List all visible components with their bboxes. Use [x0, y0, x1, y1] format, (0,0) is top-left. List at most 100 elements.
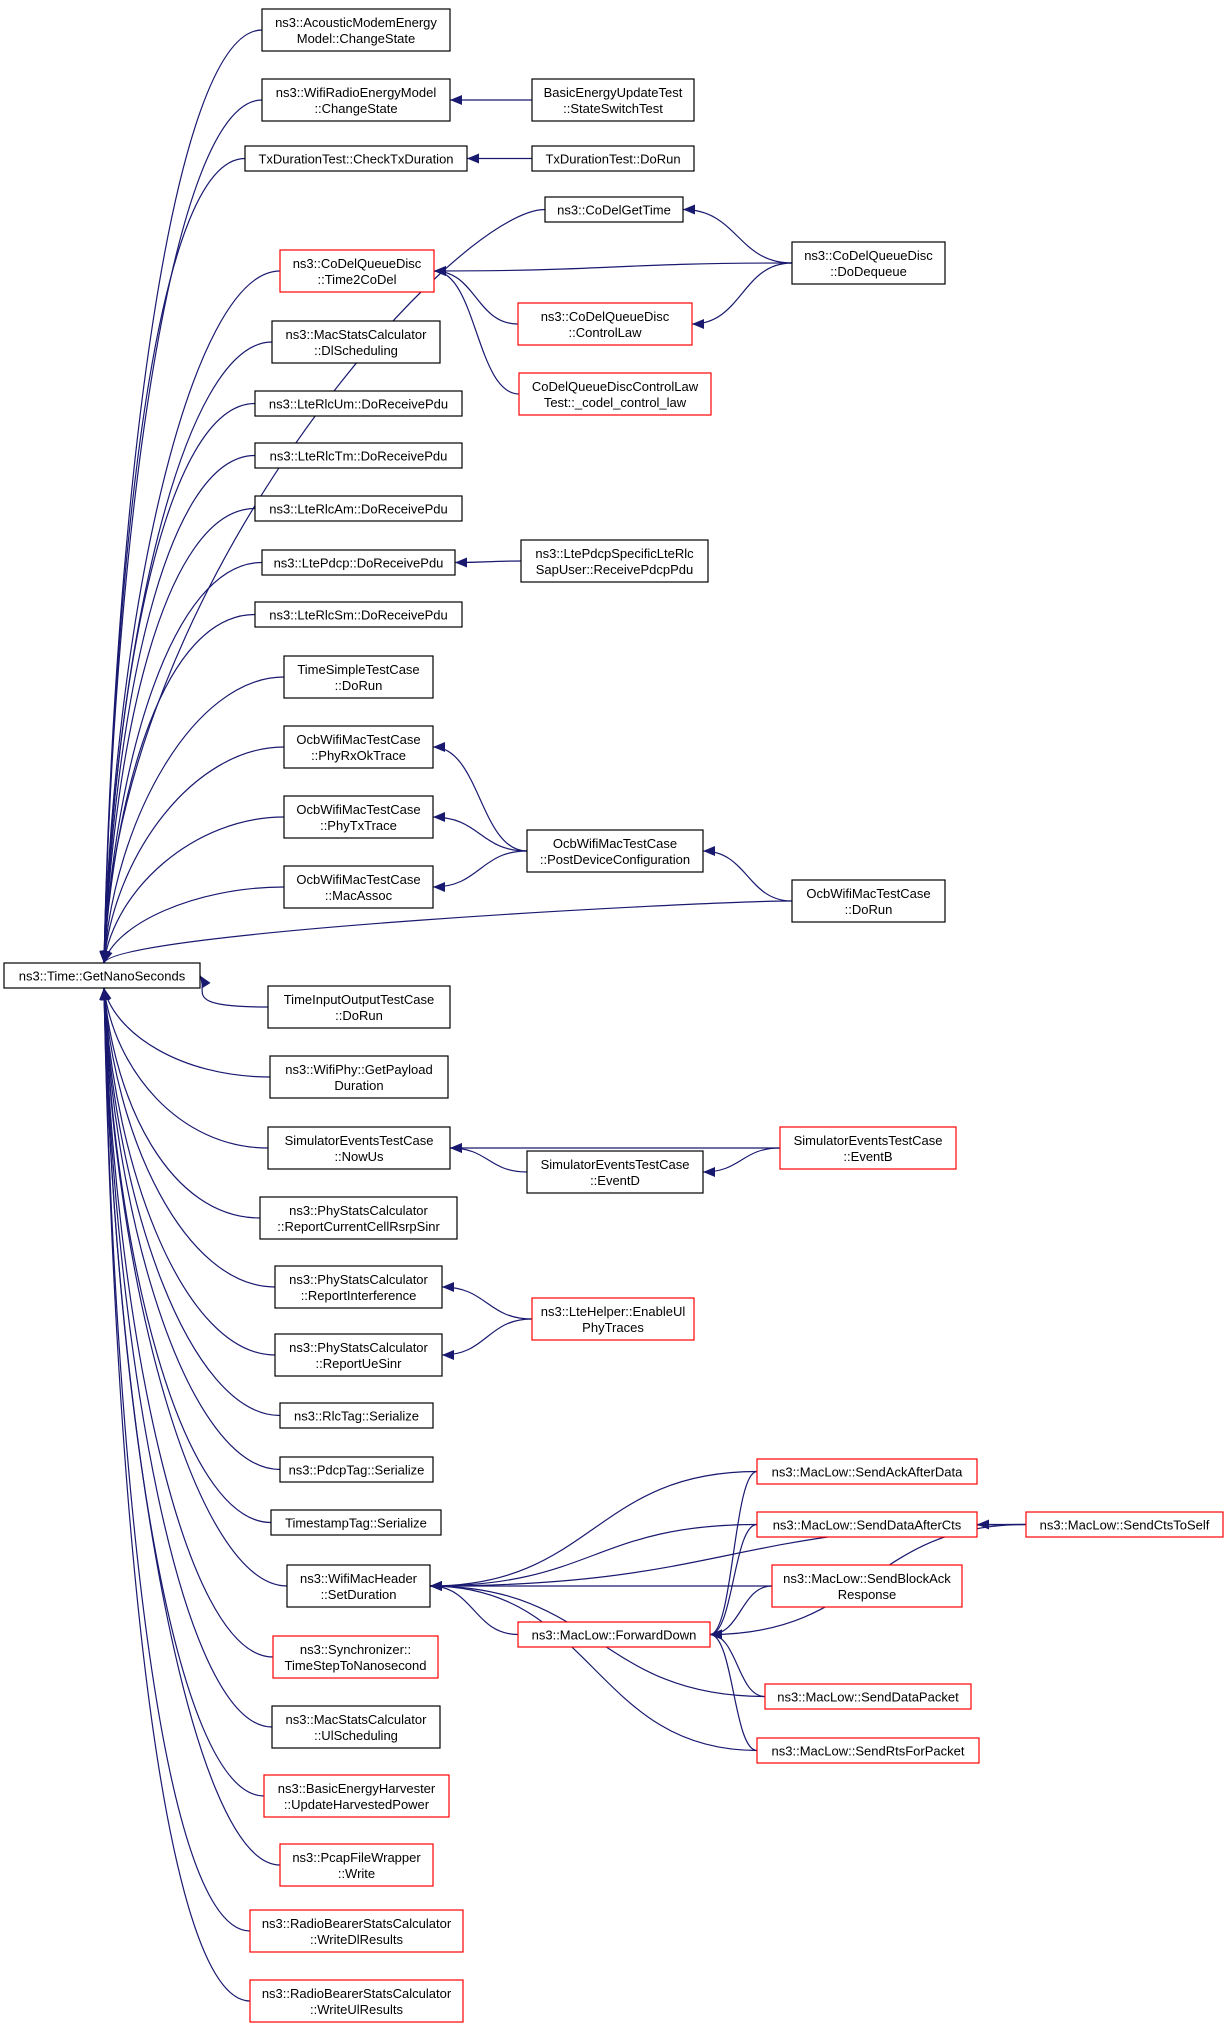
call-edge-n21-to-root [99, 987, 276, 1356]
function-node-n9[interactable]: ns3::LteRlcAm::DoReceivePdu [254, 495, 463, 522]
function-node-n26[interactable]: ns3::Synchronizer::TimeStepToNanosecond [272, 1635, 439, 1679]
node-box [267, 1126, 451, 1170]
node-box [259, 1196, 458, 1240]
node-box [271, 320, 441, 364]
node-box [771, 1564, 963, 1608]
call-edge-n10a-to-n10 [454, 557, 522, 568]
node-label-line: ns3::LteRlcTm::DoReceivePdu [270, 449, 448, 464]
node-label-line: ::Write [338, 1866, 375, 1881]
function-node-n8[interactable]: ns3::LteRlcTm::DoReceivePdu [254, 442, 463, 469]
function-node-n5b[interactable]: CoDelQueueDiscControlLawTest::_codel_con… [518, 372, 712, 416]
function-node-n5[interactable]: ns3::CoDelQueueDisc::Time2CoDel [279, 249, 435, 293]
function-node-n13[interactable]: OcbWifiMacTestCase::PhyRxOkTrace [283, 725, 434, 769]
node-label-line: ::DoRun [845, 902, 893, 917]
node-label-line: ns3::PhyStatsCalculator [289, 1340, 428, 1355]
node-box [526, 1150, 704, 1194]
node-label-line: Response [838, 1587, 897, 1602]
node-label-line: ::UlScheduling [314, 1728, 398, 1743]
node-label-line: ns3::MacLow::SendRtsForPacket [772, 1744, 965, 1759]
node-box [531, 78, 695, 122]
function-node-n4[interactable]: ns3::CoDelGetTime [544, 196, 684, 223]
function-node-m7[interactable]: ns3::MacLow::SendCtsToSelf [1025, 1511, 1224, 1538]
node-box [544, 196, 684, 223]
function-node-n28[interactable]: ns3::BasicEnergyHarvester::UpdateHarvest… [263, 1774, 450, 1818]
call-edge-n29-to-root [99, 987, 281, 1866]
node-label-line: ::ReportCurrentCellRsrpSinr [277, 1219, 440, 1234]
function-node-n31[interactable]: ns3::RadioBearerStatsCalculator::WriteUl… [249, 1979, 464, 2023]
node-label-line: ns3::LtePdcpSpecificLteRlc [535, 546, 694, 561]
node-label-line: ::Time2CoDel [318, 272, 397, 287]
function-node-m2[interactable]: ns3::MacLow::SendDataAfterCts [756, 1511, 978, 1538]
function-node-n1[interactable]: ns3::AcousticModemEnergyModel::ChangeSta… [261, 8, 451, 52]
node-label-line: ns3::MacLow::SendBlockAck [783, 1571, 951, 1586]
function-node-n19[interactable]: ns3::PhyStatsCalculator::ReportCurrentCe… [259, 1196, 458, 1240]
function-node-n3[interactable]: TxDurationTest::CheckTxDuration [244, 145, 468, 172]
function-node-n18b[interactable]: SimulatorEventsTestCase::EventB [779, 1126, 957, 1170]
node-label-line: SimulatorEventsTestCase [541, 1157, 690, 1172]
function-node-n24[interactable]: TimestampTag::Serialize [270, 1509, 442, 1536]
function-node-n25[interactable]: ns3::WifiMacHeader::SetDuration [286, 1564, 431, 1608]
call-edge-n23-to-root [99, 987, 281, 1471]
function-node-n20[interactable]: ns3::PhyStatsCalculator::ReportInterfere… [274, 1265, 443, 1309]
call-edge-n16-to-root [199, 975, 269, 1008]
function-node-m5[interactable]: ns3::MacLow::SendDataPacket [764, 1683, 972, 1710]
call-edge-n5c-to-n5 [433, 262, 793, 276]
node-box [254, 495, 463, 522]
call-edge-n18a-to-n18 [449, 1143, 528, 1173]
function-node-n10[interactable]: ns3::LtePdcp::DoReceivePdu [261, 549, 456, 576]
function-node-n2a[interactable]: BasicEnergyUpdateTest::StateSwitchTest [531, 78, 695, 122]
function-node-n5c[interactable]: ns3::CoDelQueueDisc::DoDequeue [791, 241, 946, 285]
function-node-n2[interactable]: ns3::WifiRadioEnergyModel::ChangeState [261, 78, 451, 122]
node-label-line: OcbWifiMacTestCase [296, 732, 420, 747]
node-label-line: BasicEnergyUpdateTest [544, 85, 683, 100]
function-node-n15[interactable]: OcbWifiMacTestCase::MacAssoc [283, 865, 434, 909]
call-edge-n24-to-root [99, 987, 272, 1524]
call-edge-n20-to-root [99, 987, 276, 1288]
function-node-n3a[interactable]: TxDurationTest::DoRun [531, 145, 695, 172]
node-box [267, 985, 451, 1029]
function-node-n30[interactable]: ns3::RadioBearerStatsCalculator::WriteDl… [249, 1909, 464, 1953]
function-node-n10a[interactable]: ns3::LtePdcpSpecificLteRlcSapUser::Recei… [520, 539, 709, 583]
call-edge-n10-to-root [99, 561, 263, 964]
function-node-n23[interactable]: ns3::PdcpTag::Serialize [279, 1456, 434, 1483]
function-node-n16[interactable]: TimeInputOutputTestCase::DoRun [267, 985, 451, 1029]
function-node-n15a[interactable]: OcbWifiMacTestCase::PostDeviceConfigurat… [526, 829, 704, 873]
function-node-n22[interactable]: ns3::RlcTag::Serialize [279, 1402, 434, 1429]
function-node-m4[interactable]: ns3::MacLow::ForwardDown [517, 1621, 711, 1648]
function-node-n14[interactable]: OcbWifiMacTestCase::PhyTxTrace [283, 795, 434, 839]
node-label-line: ::WriteUlResults [310, 2002, 403, 2017]
function-node-n18a[interactable]: SimulatorEventsTestCase::EventD [526, 1150, 704, 1194]
node-label-line: ::DoRun [335, 1008, 383, 1023]
node-label-line: ns3::MacLow::ForwardDown [532, 1628, 697, 1643]
node-label-line: ::ReportInterference [301, 1288, 417, 1303]
function-node-n7[interactable]: ns3::LteRlcUm::DoReceivePdu [254, 390, 463, 417]
node-label-line: ns3::WifiPhy::GetPayload [285, 1062, 432, 1077]
node-label-line: ns3::MacLow::SendCtsToSelf [1040, 1518, 1210, 1533]
function-node-n27[interactable]: ns3::MacStatsCalculator::UlScheduling [271, 1705, 441, 1749]
call-edge-n5-to-root [99, 270, 281, 964]
node-label-line: ::ChangeState [314, 101, 397, 116]
node-label-line: ns3::MacStatsCalculator [286, 327, 428, 342]
function-node-n5a[interactable]: ns3::CoDelQueueDisc::ControlLaw [517, 302, 693, 346]
call-edge-n27-to-root [99, 987, 273, 1728]
node-label-line: TxDurationTest::CheckTxDuration [258, 152, 453, 167]
node-box [531, 145, 695, 172]
function-node-n29[interactable]: ns3::PcapFileWrapper::Write [279, 1843, 434, 1887]
function-node-n18[interactable]: SimulatorEventsTestCase::NowUs [267, 1126, 451, 1170]
node-label-line: ::ReportUeSinr [316, 1356, 403, 1371]
function-node-n21[interactable]: ns3::PhyStatsCalculator::ReportUeSinr [274, 1333, 443, 1377]
node-label-line: ns3::CoDelQueueDisc [541, 309, 670, 324]
node-label-line: ns3::LteHelper::EnableUl [541, 1304, 686, 1319]
function-node-n12[interactable]: TimeSimpleTestCase::DoRun [283, 655, 434, 699]
function-node-n11[interactable]: ns3::LteRlcSm::DoReceivePdu [254, 601, 463, 628]
function-node-n6[interactable]: ns3::MacStatsCalculator::DlScheduling [271, 320, 441, 364]
function-node-root[interactable]: ns3::Time::GetNanoSeconds [3, 962, 201, 989]
function-node-n15b[interactable]: OcbWifiMacTestCase::DoRun [791, 879, 946, 923]
call-edge-n19-to-root [100, 987, 261, 1219]
function-node-m6[interactable]: ns3::MacLow::SendRtsForPacket [756, 1737, 980, 1764]
function-node-m1[interactable]: ns3::MacLow::SendAckAfterData [756, 1458, 978, 1485]
